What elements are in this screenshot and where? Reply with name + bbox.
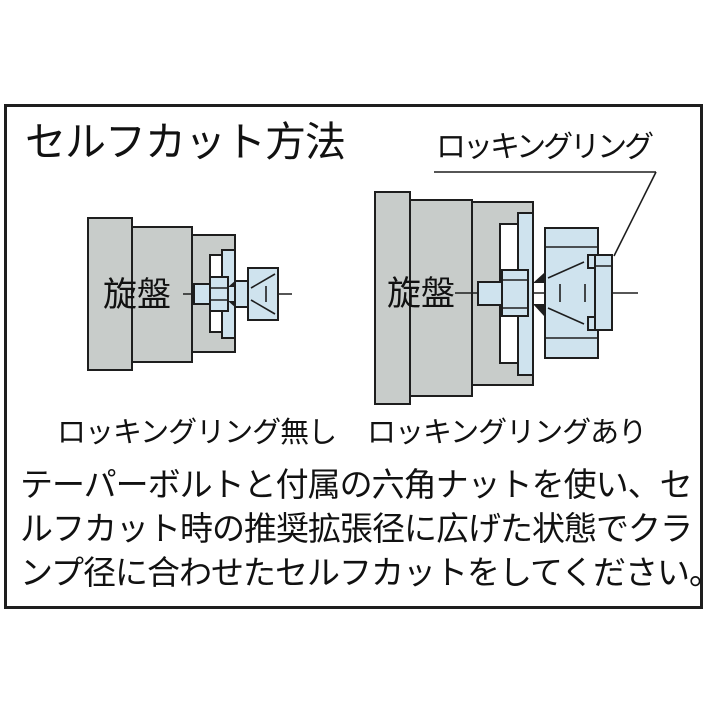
thread-contact-mark bbox=[533, 273, 544, 283]
diagram-without-locking-ring: 旋盤 bbox=[87, 217, 292, 371]
hex-nut bbox=[501, 269, 529, 317]
spindle-block-2 bbox=[409, 199, 473, 397]
instruction-line-2: ルフカット時の推奨拡張径に広げた状態でクラ bbox=[20, 510, 693, 547]
lathe-spindle-blocks bbox=[374, 191, 534, 405]
lathe-label-right: 旋盤 bbox=[387, 275, 455, 313]
spindle-block-1 bbox=[374, 191, 411, 405]
chuck-body bbox=[471, 201, 534, 386]
caption-without-locking-ring: ロッキングリング無し bbox=[57, 417, 337, 449]
hex-nut bbox=[209, 276, 229, 312]
chuck-body bbox=[191, 234, 236, 353]
locking-ring-leader-line bbox=[434, 171, 657, 257]
caption-with-locking-ring: ロッキングリングあり bbox=[367, 417, 647, 449]
locking-ring bbox=[587, 254, 613, 331]
page-title: セルフカット方法 bbox=[25, 119, 346, 165]
instruction-line-3: ンプ径に合わせたセルフカットをしてください。 bbox=[20, 554, 713, 591]
locking-ring-annotation-label: ロッキングリング bbox=[436, 131, 654, 164]
instruction-text: テーパーボルトと付属の六角ナットを使い、セ ルフカット時の推奨拡張径に広げた状態… bbox=[20, 463, 713, 595]
sleeve-washer bbox=[234, 280, 249, 308]
lathe-spindle-blocks bbox=[87, 217, 236, 371]
instruction-line-1: テーパーボルトと付属の六角ナットを使い、セ bbox=[20, 466, 693, 503]
taper-bolt-head bbox=[193, 283, 211, 305]
spindle-block-2 bbox=[131, 226, 193, 363]
spindle-block-1 bbox=[87, 217, 133, 371]
taper-bolt-head bbox=[477, 281, 503, 306]
lathe-label-left: 旋盤 bbox=[103, 276, 171, 314]
clamp-body bbox=[247, 267, 279, 321]
clamp-body-expanded bbox=[544, 227, 599, 359]
diagram-with-locking-ring: 旋盤 bbox=[374, 191, 638, 405]
thread-contact-mark bbox=[533, 304, 544, 316]
